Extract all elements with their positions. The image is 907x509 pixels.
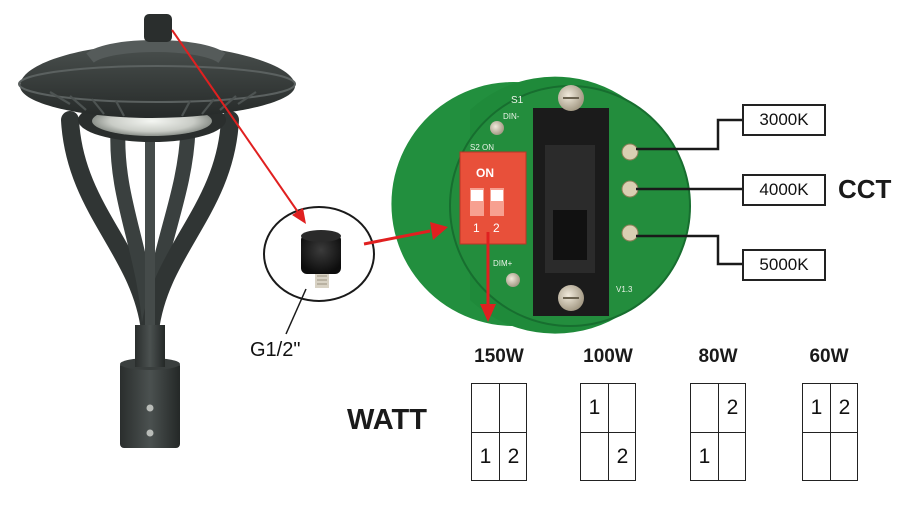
cct-option-5000k: 5000K [742,249,826,281]
dimming-knob-closeup [263,206,375,302]
watt-label-150w: 150W [474,346,524,367]
dip-switch [459,151,527,245]
pcb-dim-label: DIM+ [493,259,513,268]
grid-cell: 2 [507,445,520,468]
grid-cell [609,384,636,432]
control-pcb [391,76,691,334]
cct-option-4000k: 4000K [742,174,826,206]
watt-label-60w: 60W [809,346,849,367]
dip-number-2: 2 [493,221,500,235]
cct-title: CCT [838,174,892,204]
cct-option-3000k: 3000K [742,104,826,136]
pcb-s2-label: S2 ON [470,143,495,152]
grid-cell: 1 [698,445,711,468]
dip-on-label: ON [476,166,494,180]
grid-cell: 1 [810,396,823,419]
grid-cell: 2 [726,396,739,419]
grid-cell: 2 [616,445,629,468]
dip-number-1: 1 [473,221,480,235]
grid-cell [803,433,830,481]
grid-cell [500,384,527,432]
red-arrows [171,29,496,322]
pcb-version-label: V1.3 [616,285,633,294]
grid-cell [719,433,746,481]
thread-pointer-line [285,288,307,335]
grid-cell [691,384,718,432]
watt-label-80w: 80W [698,346,738,367]
pcb-s1-label: S1 [511,95,524,106]
watt-grid-150w: 1 2 [471,383,527,481]
watt-label-100w: 100W [583,346,633,367]
watt-grid-100w: 1 2 [580,383,636,481]
watt-grid-80w: 2 1 [690,383,746,481]
cct-leader-lines [636,118,742,266]
watt-grid-60w: 1 2 [802,383,858,481]
pcb-din-label: DIN- [503,112,520,121]
thread-size-label: G1/2" [250,339,301,361]
grid-cell: 2 [838,396,851,419]
grid-cell [581,433,608,481]
grid-cell [831,433,858,481]
post-lamp [18,14,296,448]
grid-cell: 1 [479,445,492,468]
grid-cell [472,384,499,432]
watt-title: WATT [347,404,427,436]
grid-cell: 1 [588,396,601,419]
